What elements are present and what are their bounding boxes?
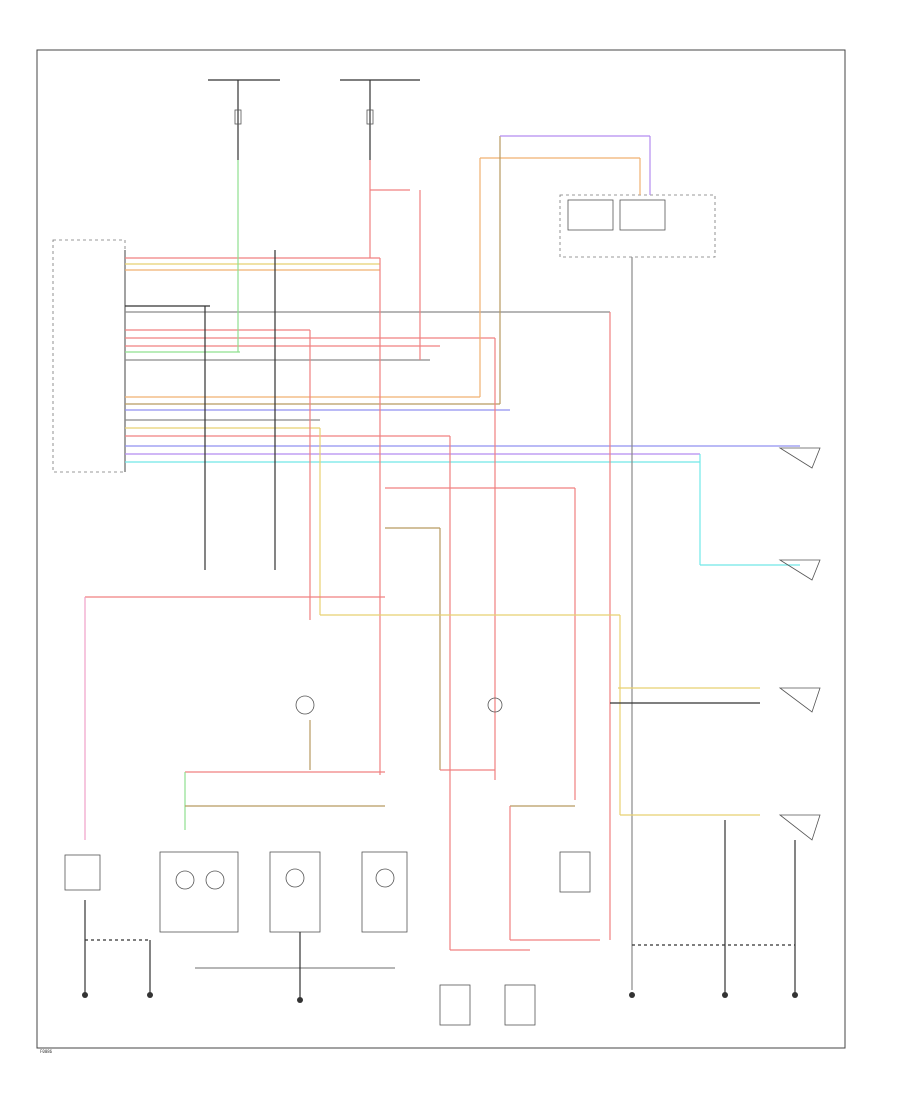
control-module <box>52 239 126 473</box>
fuse-feeds <box>208 79 420 160</box>
indicator-panel <box>559 194 716 258</box>
diagram-border <box>36 49 846 1049</box>
ground-points <box>82 560 798 1003</box>
footer-code: F0086 <box>40 1049 53 1054</box>
module-wires <box>125 257 800 463</box>
components <box>64 447 821 1026</box>
distribution-wires <box>84 454 800 969</box>
vertical-wires <box>204 135 651 990</box>
